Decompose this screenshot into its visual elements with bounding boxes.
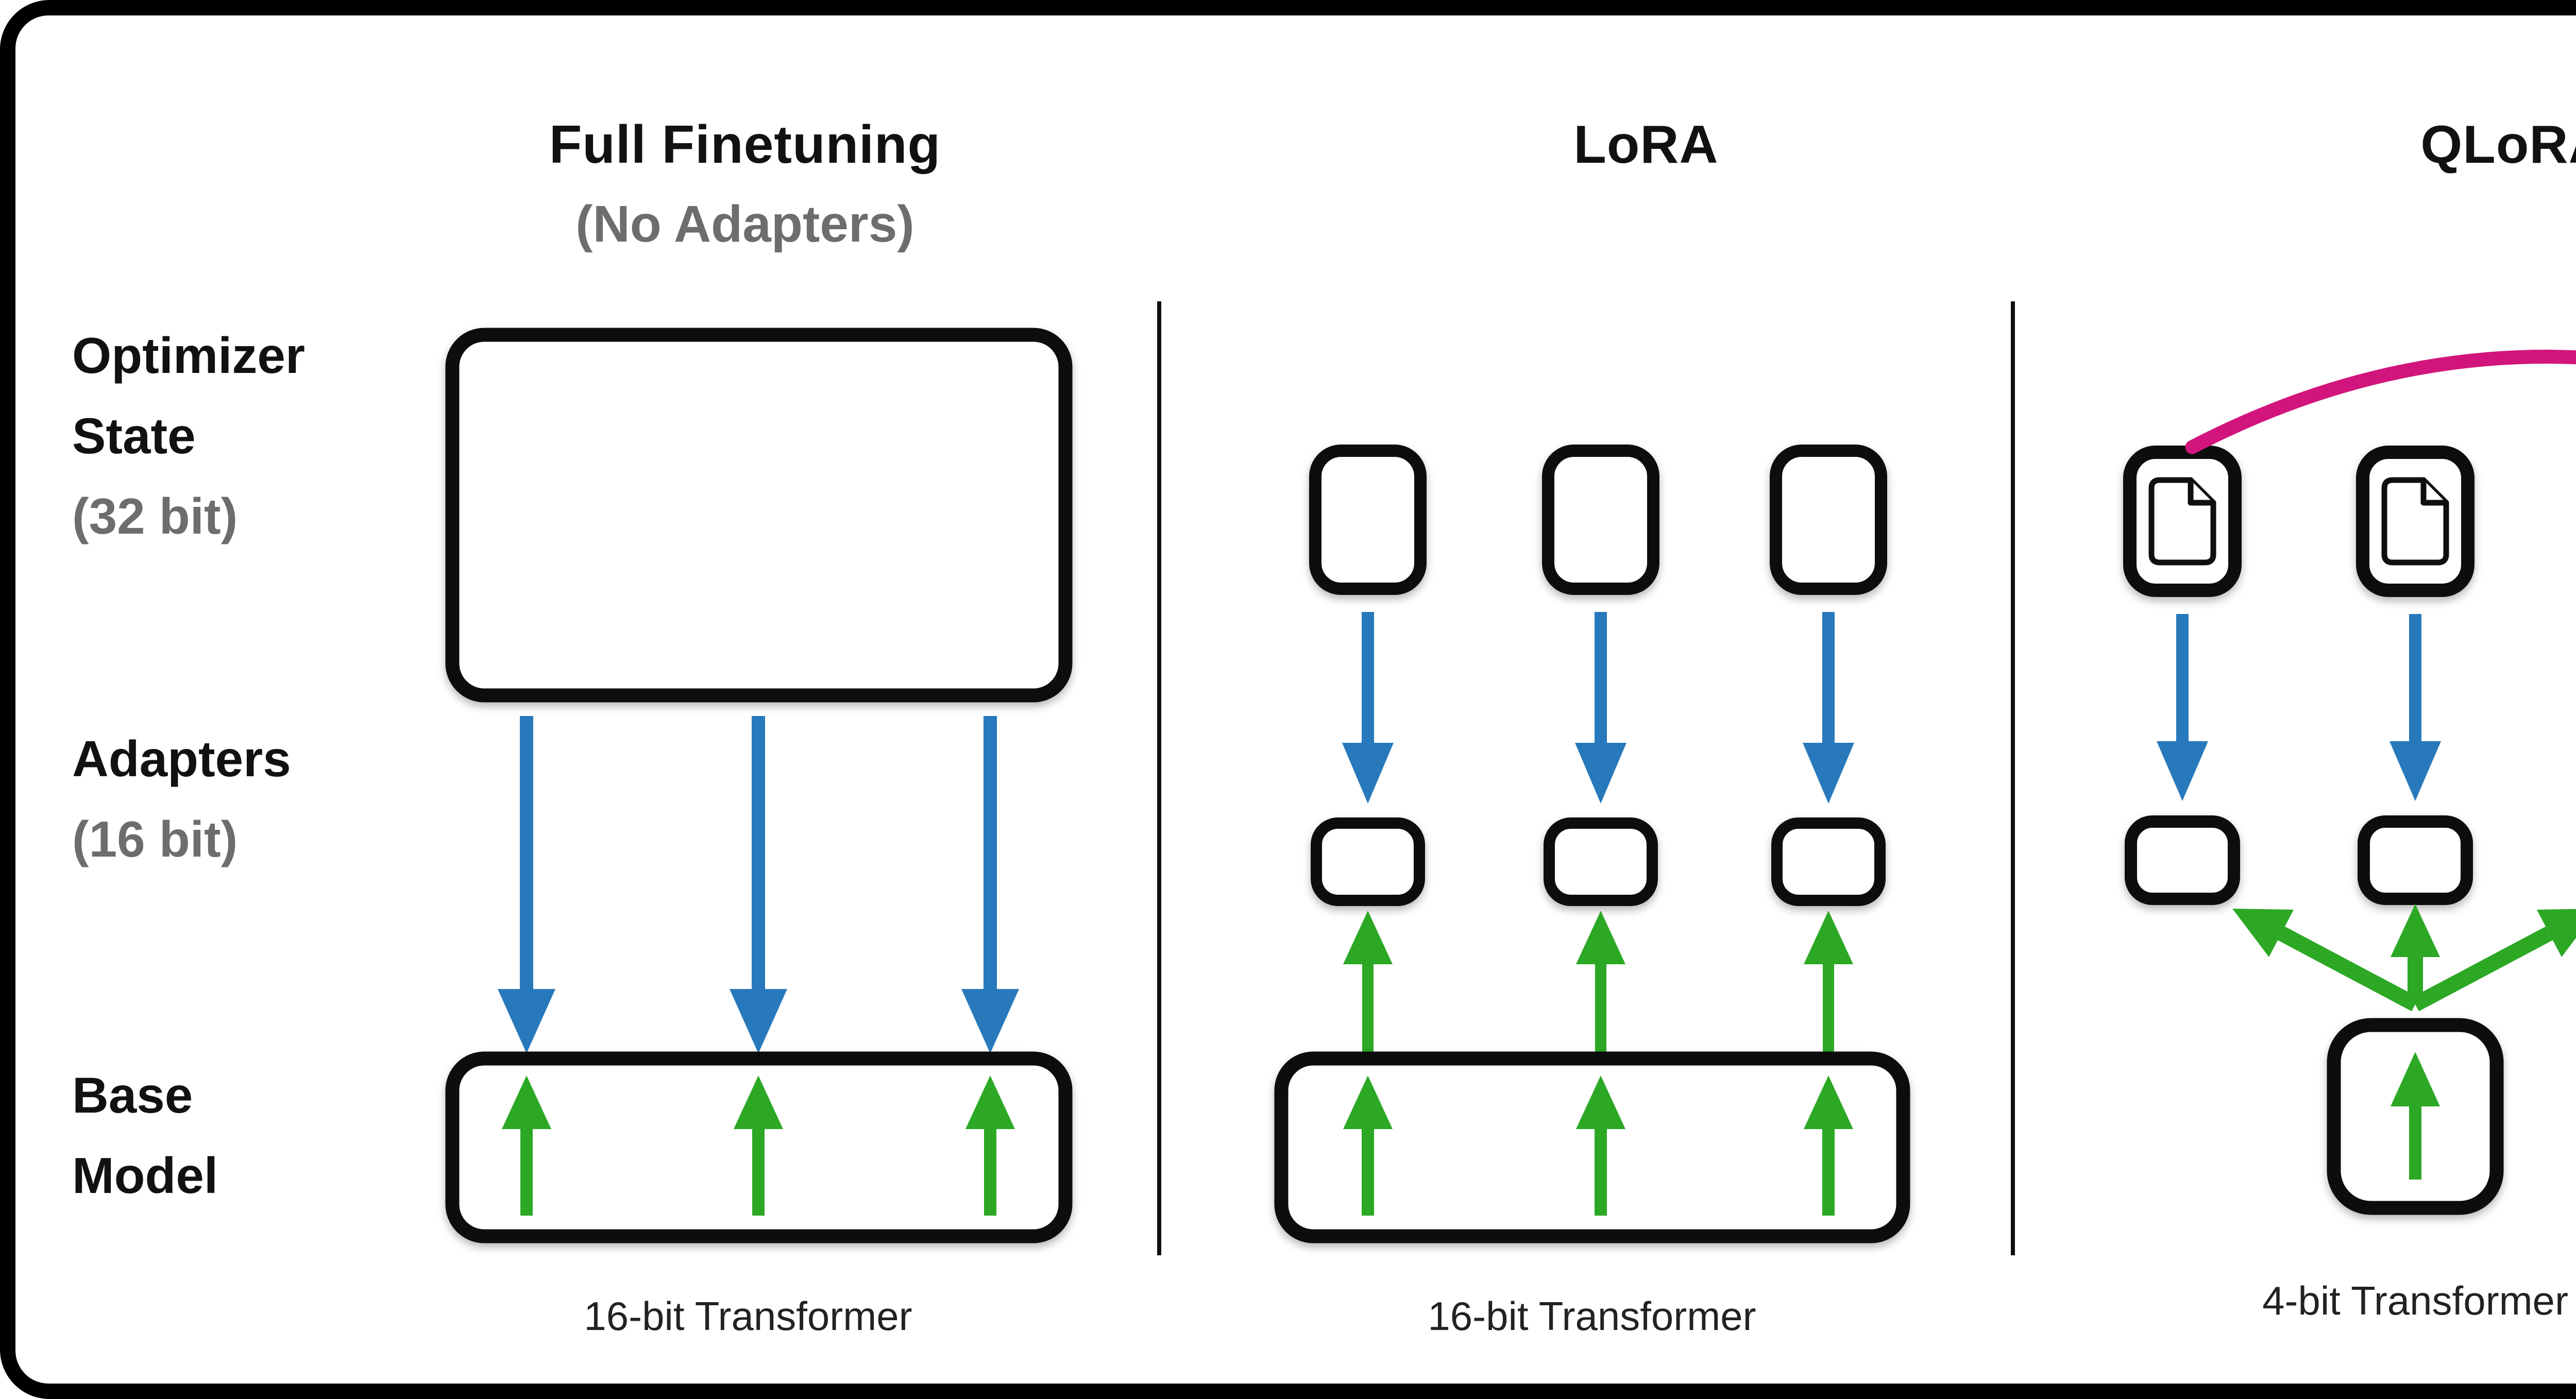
paging-flow-arrows — [2185, 350, 2576, 454]
row-label-optimizer-state: Optimizer State (32 bit) — [72, 315, 305, 556]
lora-diagram — [1274, 445, 1910, 1243]
gradient-flow-arrows-inner — [1343, 1076, 1853, 1216]
qlora-diagram — [2123, 350, 2576, 1215]
optimizer-label-bits: (32 bit) — [72, 488, 238, 544]
paged-optimizer-state-boxes — [2123, 446, 2475, 597]
column-subtitle-no-adapters: (No Adapters) — [575, 195, 914, 253]
gradient-flow-arrow-inner — [2391, 1052, 2440, 1180]
optimizer-state-boxes — [1309, 445, 1887, 595]
legend-label-paging-flow: Paging Flow — [2370, 1279, 2576, 1327]
legend-label-gradient-flow: Gradient Flow — [2370, 1205, 2576, 1252]
optimizer-label-line1: Optimizer — [72, 327, 305, 384]
legend-label-parameter-updates: Parameter Updates — [2370, 1125, 2576, 1172]
parameter-update-arrows — [2157, 614, 2441, 801]
column-title-qlora: QLoRA — [2420, 115, 2576, 175]
base-model-label-line1: Base — [72, 1067, 193, 1123]
caption-4bit-transformer-qlora: 4-bit Transformer — [2262, 1278, 2568, 1323]
column-title-lora: LoRA — [1573, 115, 1719, 175]
document-icon — [2151, 480, 2213, 562]
adapters-label-bits: (16 bit) — [72, 811, 238, 867]
gradient-flow-v-arrows — [2232, 904, 2576, 1012]
base-model-label-line2: Model — [72, 1147, 218, 1204]
row-label-base-model: Base Model — [72, 1055, 218, 1216]
column-title-full-finetuning: Full Finetuning — [549, 115, 941, 175]
parameter-update-arrows — [1342, 612, 1854, 804]
adapter-boxes — [1311, 817, 1886, 906]
base-model-box — [1274, 1051, 1910, 1243]
adapter-boxes — [2125, 815, 2473, 905]
row-label-adapters: Adapters (16 bit) — [72, 719, 291, 879]
optimizer-state-box — [445, 328, 1073, 703]
gradient-flow-arrows — [502, 1076, 1015, 1216]
gradient-flow-arrows — [1343, 911, 1853, 1053]
document-icon — [2384, 480, 2446, 562]
caption-16bit-transformer-full: 16-bit Transformer — [584, 1293, 912, 1339]
optimizer-label-line2: State — [72, 407, 196, 464]
caption-16bit-transformer-lora: 16-bit Transformer — [1428, 1293, 1756, 1339]
full-finetuning-diagram — [445, 328, 1073, 1243]
parameter-update-arrows — [498, 716, 1019, 1053]
adapters-label-line1: Adapters — [72, 730, 291, 787]
